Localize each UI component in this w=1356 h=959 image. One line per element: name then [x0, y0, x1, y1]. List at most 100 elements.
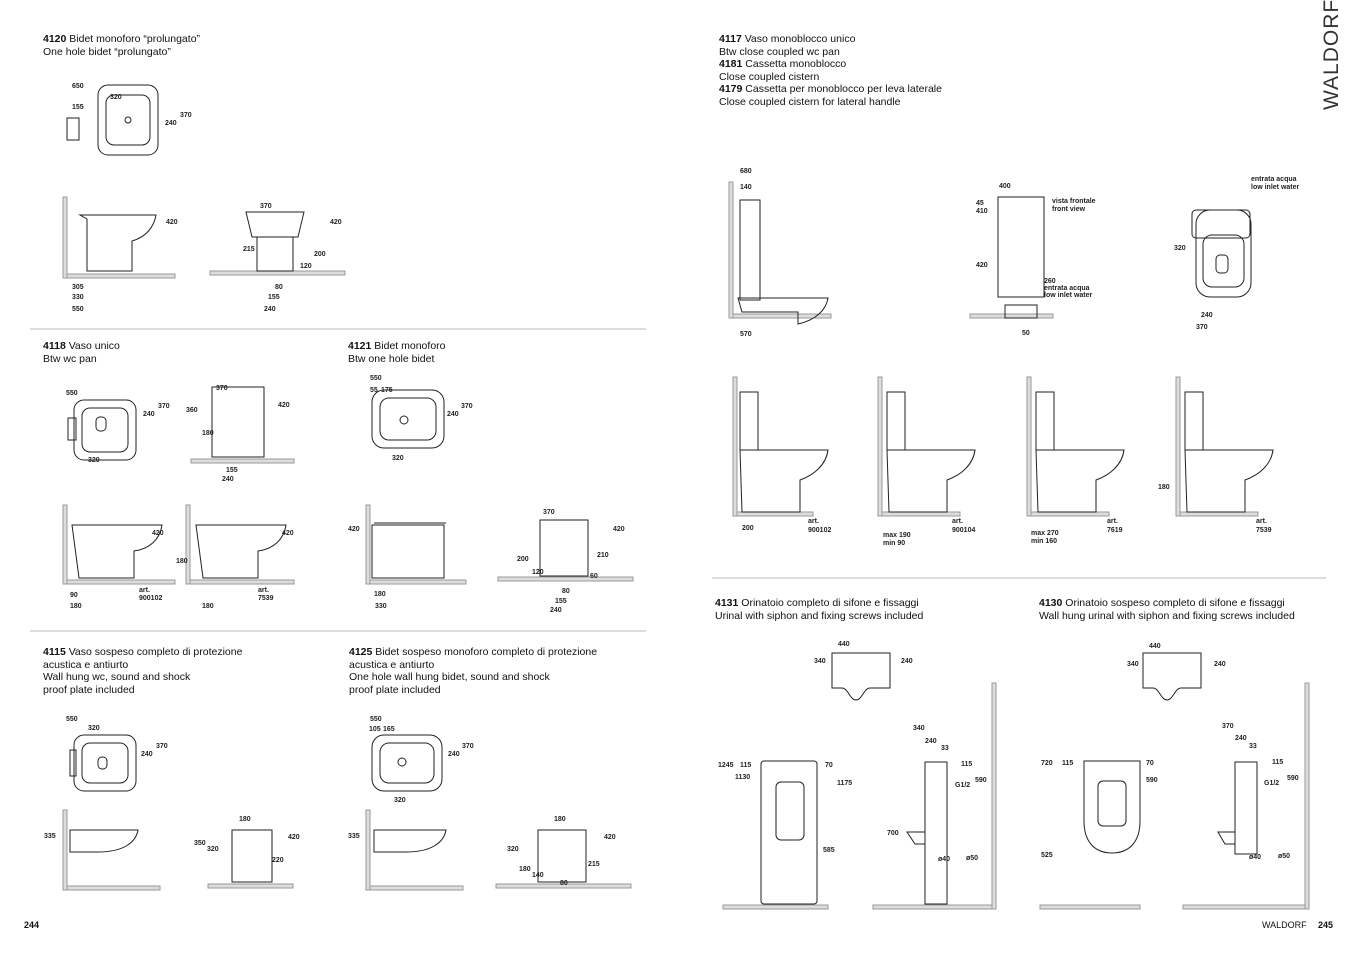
dimension-label: 525 [1041, 852, 1053, 859]
dimension-label: 320 [1174, 245, 1186, 252]
product-name-it-2: acustica e antiurto [349, 658, 435, 671]
product-code: 4120 [43, 33, 67, 45]
product-code: 4115 [43, 646, 66, 658]
dimension-label: 370 [260, 203, 272, 210]
product-code: 4117 [719, 33, 742, 45]
dimension-label: 140 [532, 872, 544, 879]
dimension-label: 900104 [952, 527, 976, 534]
dimension-label: 240 [901, 658, 913, 665]
dimension-label: G1/2 [955, 782, 971, 789]
dimension-label: 120 [300, 263, 312, 270]
dimension-label: 200 [742, 525, 754, 532]
dimension-label: 115 [1062, 760, 1074, 767]
dimension-label: 370 [461, 403, 473, 410]
product-name-it: Bidet monoforo “prolungato” [69, 33, 201, 45]
dimension-label: 240 [264, 306, 276, 313]
dimension-label: 550 [72, 306, 84, 313]
dimension-label: art. [1256, 518, 1267, 525]
dimension-label: 70 [1146, 760, 1154, 767]
dimension-label: 200 [517, 556, 529, 563]
dimension-label: 590 [975, 777, 987, 784]
dimension-label: 320 [110, 94, 122, 101]
dimension-label: 115 [740, 762, 752, 769]
dimension-label: 585 [823, 847, 835, 854]
dimension-label: 240 [1201, 312, 1213, 319]
dimension-label: 115 [1272, 759, 1284, 766]
dimension-label: 80 [560, 880, 568, 887]
dimension-label: 33 [1249, 743, 1257, 750]
dimension-label: 370 [1196, 324, 1208, 331]
product-4130-heading: 4130 Orinatoio sospeso completo di sifon… [1039, 597, 1295, 622]
dimension-label: 900102 [139, 595, 163, 602]
dimension-label: 420 [152, 530, 164, 537]
dimension-label: 440 [838, 641, 850, 648]
dimension-label: 650 [72, 83, 84, 90]
dimension-label: 900102 [808, 527, 832, 534]
dimension-label: ø50 [1278, 853, 1291, 860]
dimension-label: max 190 [883, 532, 911, 539]
product-name-en: Wall hung wc, sound and shock [43, 671, 191, 684]
dimension-label: G1/2 [1264, 780, 1280, 787]
dimension-label: 340 [1127, 661, 1139, 668]
product-name-it: Bidet sospeso monoforo completo di prote… [375, 646, 598, 658]
dimension-label: 120 [532, 569, 544, 576]
dimension-label: 140 [740, 184, 752, 191]
dimension-label: 215 [243, 246, 255, 253]
dimension-label: 420 [288, 834, 300, 841]
dimension-label: 240 [143, 411, 155, 418]
dimension-label: 420 [348, 526, 360, 533]
dimension-label: 70 [825, 762, 833, 769]
dimension-label: 410 [976, 208, 988, 215]
dimension-label: 240 [448, 751, 460, 758]
dimension-label: 370 [156, 743, 168, 750]
dimension-label: 550 [370, 375, 382, 382]
dimension-label: 55 [370, 387, 378, 394]
product-name-en: Btw one hole bidet [348, 352, 435, 365]
dimension-label: 155 [72, 104, 84, 111]
dimension-label: 360 [186, 407, 198, 414]
dimension-label: 350 [194, 840, 206, 847]
product-4131-heading: 4131 Orinatoio completo di sifone e fiss… [715, 597, 923, 622]
product-name-it: Cassetta monoblocco [745, 58, 847, 71]
dimension-label: 240 [550, 607, 562, 614]
dimension-label: front view [1052, 206, 1086, 213]
dimension-label: 550 [66, 716, 78, 723]
dimension-label: 240 [447, 411, 459, 418]
dimension-label: 1175 [837, 780, 853, 787]
dimension-label: 180 [374, 591, 386, 598]
dimension-label: 180 [176, 558, 188, 565]
page-number-left: 244 [24, 920, 40, 930]
dimension-label: 80 [275, 284, 283, 291]
dimension-label: 340 [814, 658, 826, 665]
dimension-label: 305 [72, 284, 84, 291]
dimension-label: 165 [383, 726, 395, 733]
dimension-label: 115 [961, 761, 973, 768]
dimension-label: 180 [239, 816, 251, 823]
dimension-label: 420 [278, 402, 290, 409]
dimension-label: 260 [1044, 278, 1056, 285]
dimension-label: 45 [976, 200, 984, 207]
dimension-label: 80 [562, 588, 570, 595]
dimension-label: max 270 [1031, 530, 1059, 537]
dimension-label: 700 [887, 830, 899, 837]
product-name-it: Vaso unico [68, 340, 120, 352]
dimension-label: min 160 [1031, 538, 1058, 545]
dimension-label: 220 [272, 857, 284, 864]
product-name-it: Cassetta per monoblocco per leva lateral… [745, 83, 942, 96]
dimension-label: art. [808, 518, 819, 525]
dimension-label: 550 [370, 716, 382, 723]
dimension-label: entrata acqua [1044, 285, 1090, 292]
dimension-label: art. [952, 518, 963, 525]
footer-brand: WALDORF [1262, 920, 1307, 930]
dimension-label: 370 [180, 112, 192, 119]
product-code: 4121 [348, 340, 372, 352]
product-name-it-2: acustica e antiurto [43, 658, 129, 671]
dimension-label: 370 [158, 403, 170, 410]
dimension-label: 330 [375, 603, 387, 610]
dimension-label: 420 [330, 219, 342, 226]
dimension-label: 240 [165, 120, 177, 127]
dimension-label: min 90 [883, 540, 906, 547]
